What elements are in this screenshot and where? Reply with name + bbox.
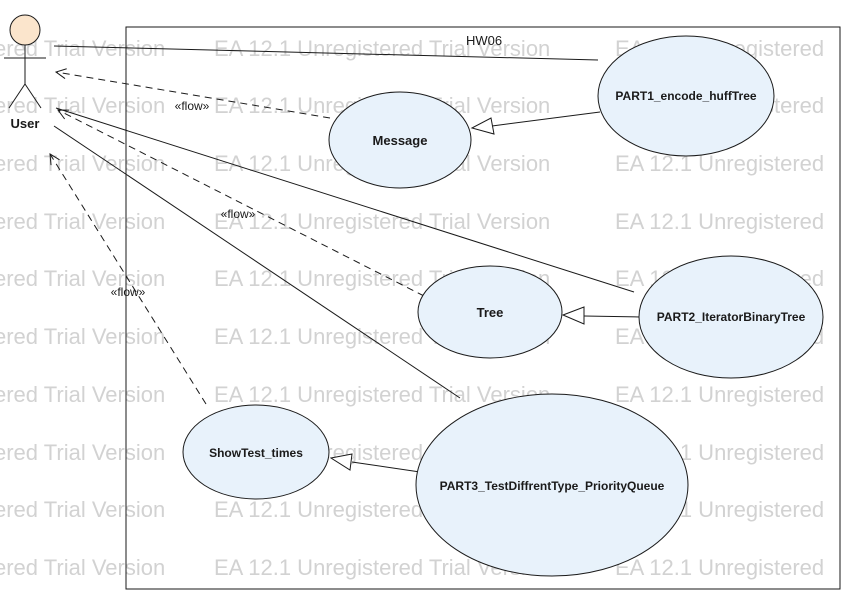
- usecase-part1[interactable]: PART1_encode_huffTree: [597, 35, 775, 157]
- boundary-title: HW06: [466, 33, 502, 48]
- actor-head-icon: [9, 14, 41, 46]
- usecase-showtest[interactable]: ShowTest_times: [182, 404, 330, 500]
- usecase-message[interactable]: Message: [328, 91, 472, 189]
- flow-label-tree: «flow»: [221, 207, 256, 221]
- association-part3[interactable]: [53, 125, 461, 399]
- usecase-tree[interactable]: Tree: [417, 265, 563, 359]
- flow-message[interactable]: [56, 72, 331, 119]
- usecase-label-part1: PART1_encode_huffTree: [615, 89, 756, 103]
- actor-label: User: [11, 116, 40, 131]
- usecase-label-tree: Tree: [477, 305, 504, 320]
- actor-user[interactable]: User: [4, 14, 46, 131]
- association-part2[interactable]: [55, 107, 635, 293]
- flow-showtest[interactable]: [50, 154, 207, 405]
- generalization-head-message: [470, 117, 495, 135]
- flow-label-message: «flow»: [175, 99, 210, 113]
- system-boundary: [125, 26, 841, 590]
- generalization-part2-tree[interactable]: [583, 315, 641, 318]
- flow-label-showtest: «flow»: [111, 285, 146, 299]
- generalization-part3-showtest[interactable]: [351, 461, 421, 473]
- usecase-label-part2: PART2_IteratorBinaryTree: [657, 310, 806, 324]
- usecase-part2[interactable]: PART2_IteratorBinaryTree: [638, 255, 824, 379]
- association-part1[interactable]: [53, 45, 599, 61]
- usecase-part3[interactable]: PART3_TestDiffrentType_PriorityQueue: [415, 393, 689, 577]
- usecase-label-message: Message: [373, 133, 428, 148]
- generalization-part1-message[interactable]: [491, 111, 601, 127]
- usecase-label-part3: PART3_TestDiffrentType_PriorityQueue: [440, 479, 665, 493]
- generalization-head-showtest: [329, 453, 353, 471]
- usecase-label-showtest: ShowTest_times: [209, 446, 303, 460]
- generalization-head-tree: [561, 306, 585, 325]
- flow-tree[interactable]: [58, 110, 425, 297]
